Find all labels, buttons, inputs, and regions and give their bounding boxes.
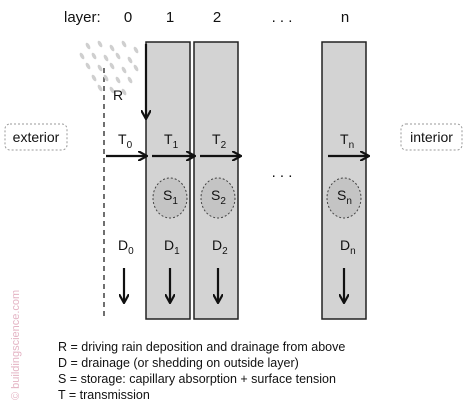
transmission-label-2: T2 [212,131,227,151]
layer-number-0: 0 [124,9,132,26]
drainage-label-2: D2 [212,237,228,257]
rain-drop [109,44,115,52]
exterior-label: exterior [13,129,60,145]
legend-item-d: D = drainage (or shedding on outside lay… [58,356,299,370]
storage-label-1: S1 [163,187,178,207]
legend: R = driving rain deposition and drainage… [58,339,345,403]
rain-drop [97,64,103,72]
rain-drop [85,62,91,70]
rain-drop [79,52,85,60]
rain-drop [121,40,127,48]
storage-label-2: S2 [211,187,226,207]
layers-ellipsis: . . . [272,164,293,181]
layer-header-label: layer: [64,9,101,26]
legend-item-t: T = transmission [58,388,150,402]
rain-drop [97,84,103,92]
driving-rain-icon [79,40,139,96]
storage-label-n: Sn [337,187,352,207]
rain-drop [85,42,91,50]
legend-item-s: S = storage: capillary absorption + surf… [58,372,336,386]
rain-drop [115,52,121,60]
rain-drop [121,88,127,96]
drainage-label-n: Dn [340,237,356,257]
rain-drop [133,64,139,72]
rain-drop [133,46,139,54]
layer-number-1: 1 [166,9,174,26]
rain-drop [91,74,97,82]
transmission-label-n: Tn [340,131,354,151]
rain-drop [97,40,103,48]
legend-item-r: R = driving rain deposition and drainage… [58,340,346,354]
storage-ellipse-2 [200,177,236,219]
rain-drop [127,76,133,84]
drainage-label-1: D1 [164,237,180,257]
exterior-box [4,123,68,151]
layer-number-n: n [341,9,349,26]
storage-ellipse-n [326,177,362,219]
interior-box [400,123,463,151]
rain-label: R [113,87,123,103]
storage-ellipse-1 [152,177,188,219]
rain-drop [109,86,115,94]
rain-drop [103,54,109,62]
rain-drop [103,74,109,82]
rain-drop [91,52,97,60]
watermark-text: © buildingscience.com [10,290,22,400]
rain-drop [127,56,133,64]
layer-number-2: 2 [213,9,221,26]
rain-drop [121,66,127,74]
layer-number-ellipsis: . . . [272,9,293,26]
interior-label: interior [410,129,453,145]
rain-drop [115,76,121,84]
transmission-label-1: T1 [164,131,179,151]
transmission-label-0: T0 [118,131,133,151]
rain-drop [109,62,115,70]
drainage-label-0: D0 [118,237,134,257]
